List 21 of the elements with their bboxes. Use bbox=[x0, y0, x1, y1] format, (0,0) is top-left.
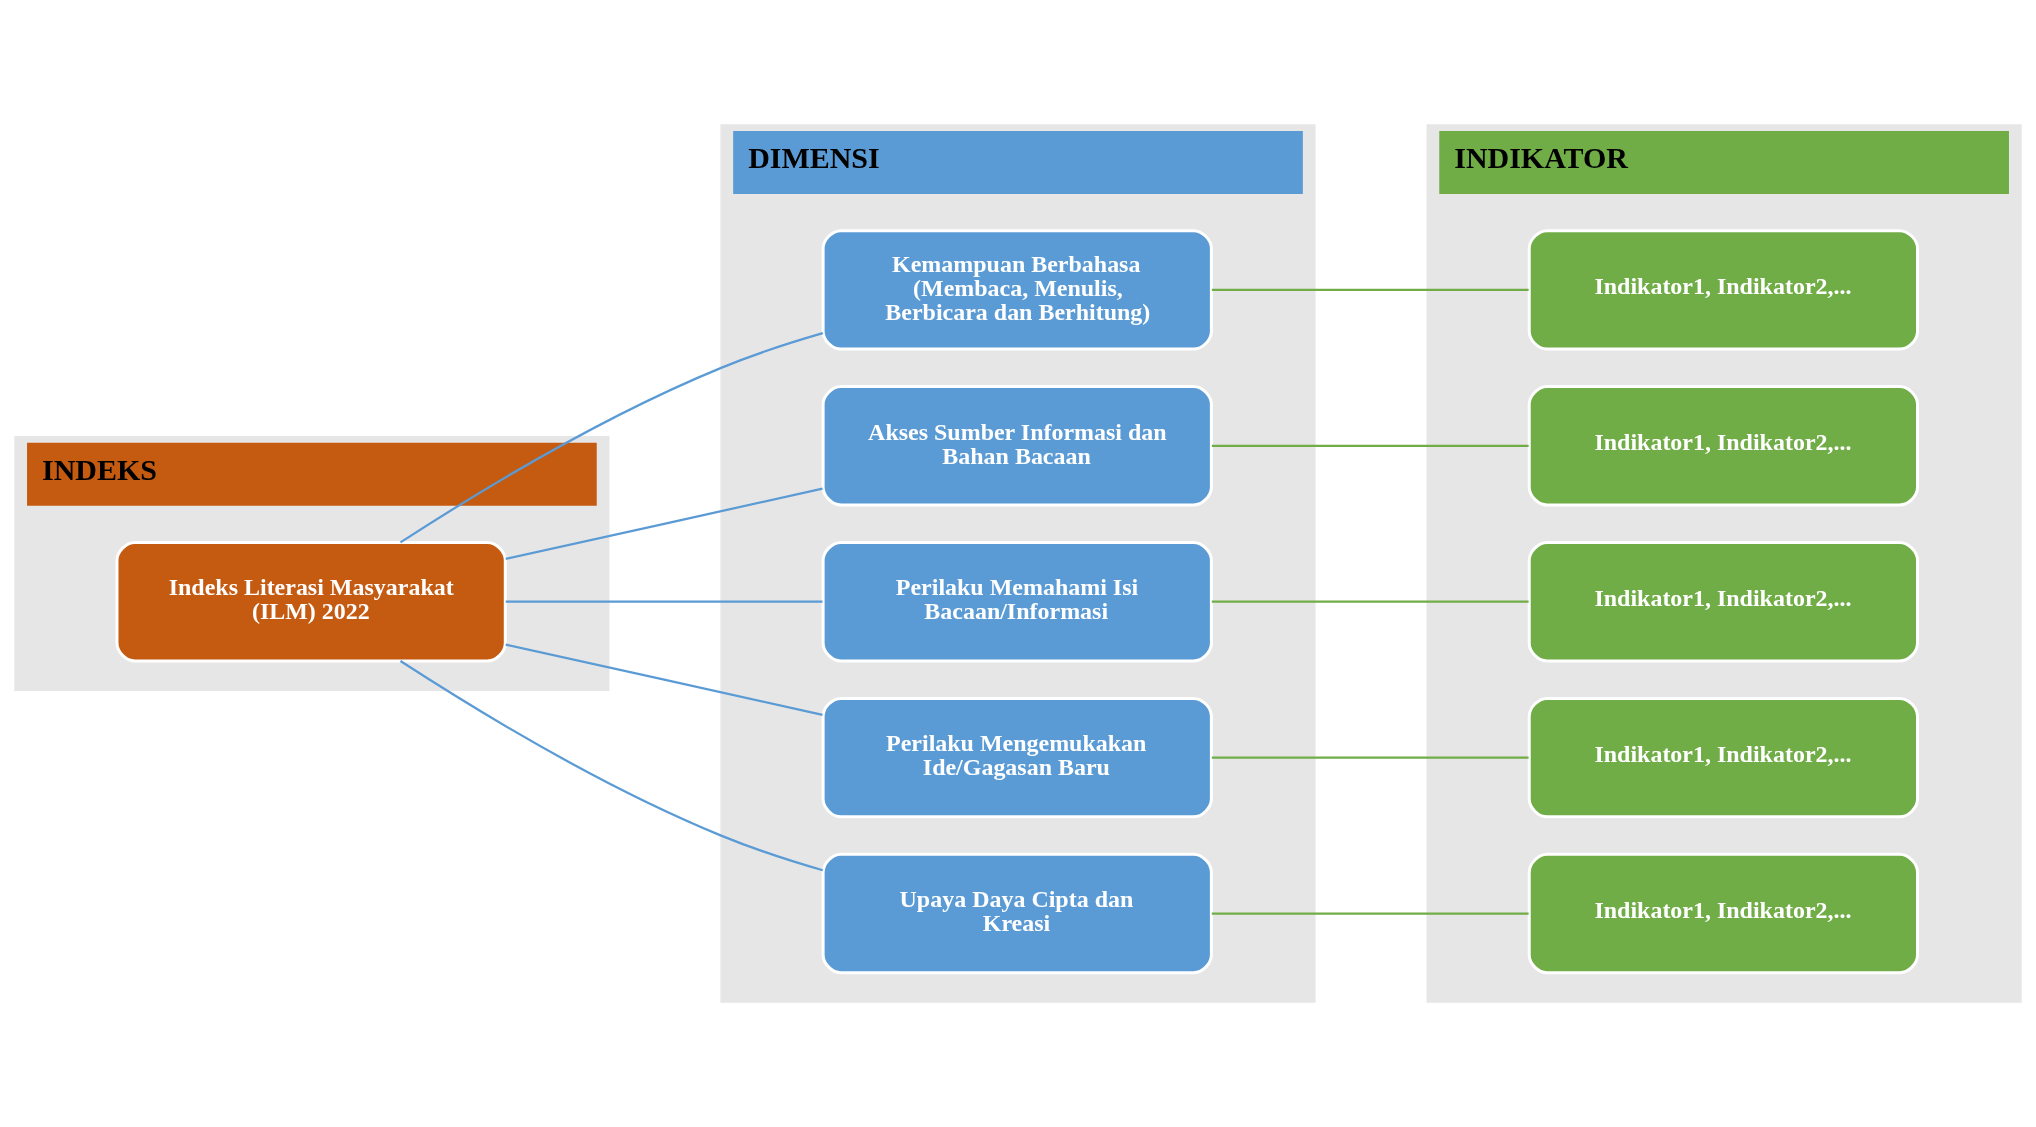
node-box: Indikator1, Indikator2,... bbox=[1527, 852, 1919, 975]
node-box: Indikator1, Indikator2,... bbox=[1527, 696, 1919, 819]
node-box: Indikator1, Indikator2,... bbox=[1527, 385, 1919, 507]
connector bbox=[1211, 444, 1529, 447]
node-box: Indeks Literasi Masyarakat (ILM) 2022 bbox=[115, 541, 507, 663]
node-box: Indikator1, Indikator2,... bbox=[1527, 229, 1919, 351]
connector bbox=[399, 332, 824, 544]
node-box: Upaya Daya Cipta dan Kreasi bbox=[821, 852, 1213, 975]
connector bbox=[1211, 756, 1529, 759]
node-box: Perilaku Memahami Isi Bacaan/Informasi bbox=[821, 541, 1213, 663]
node-box: Kemampuan Berbahasa (Membaca, Menulis, Berbicara dan Berhitung) bbox=[821, 229, 1213, 351]
node-box: Indikator1, Indikator2,... bbox=[1527, 541, 1919, 663]
node-box: Akses Sumber Informasi dan Bahan Bacaan bbox=[821, 385, 1213, 507]
connector bbox=[1211, 912, 1529, 915]
connector bbox=[1211, 600, 1529, 603]
connector bbox=[505, 487, 823, 560]
connector bbox=[505, 600, 823, 603]
connector bbox=[399, 660, 824, 872]
connector bbox=[1211, 288, 1529, 292]
node-box: Perilaku Mengemukakan Ide/Gagasan Baru bbox=[821, 696, 1213, 819]
connector bbox=[505, 643, 823, 716]
